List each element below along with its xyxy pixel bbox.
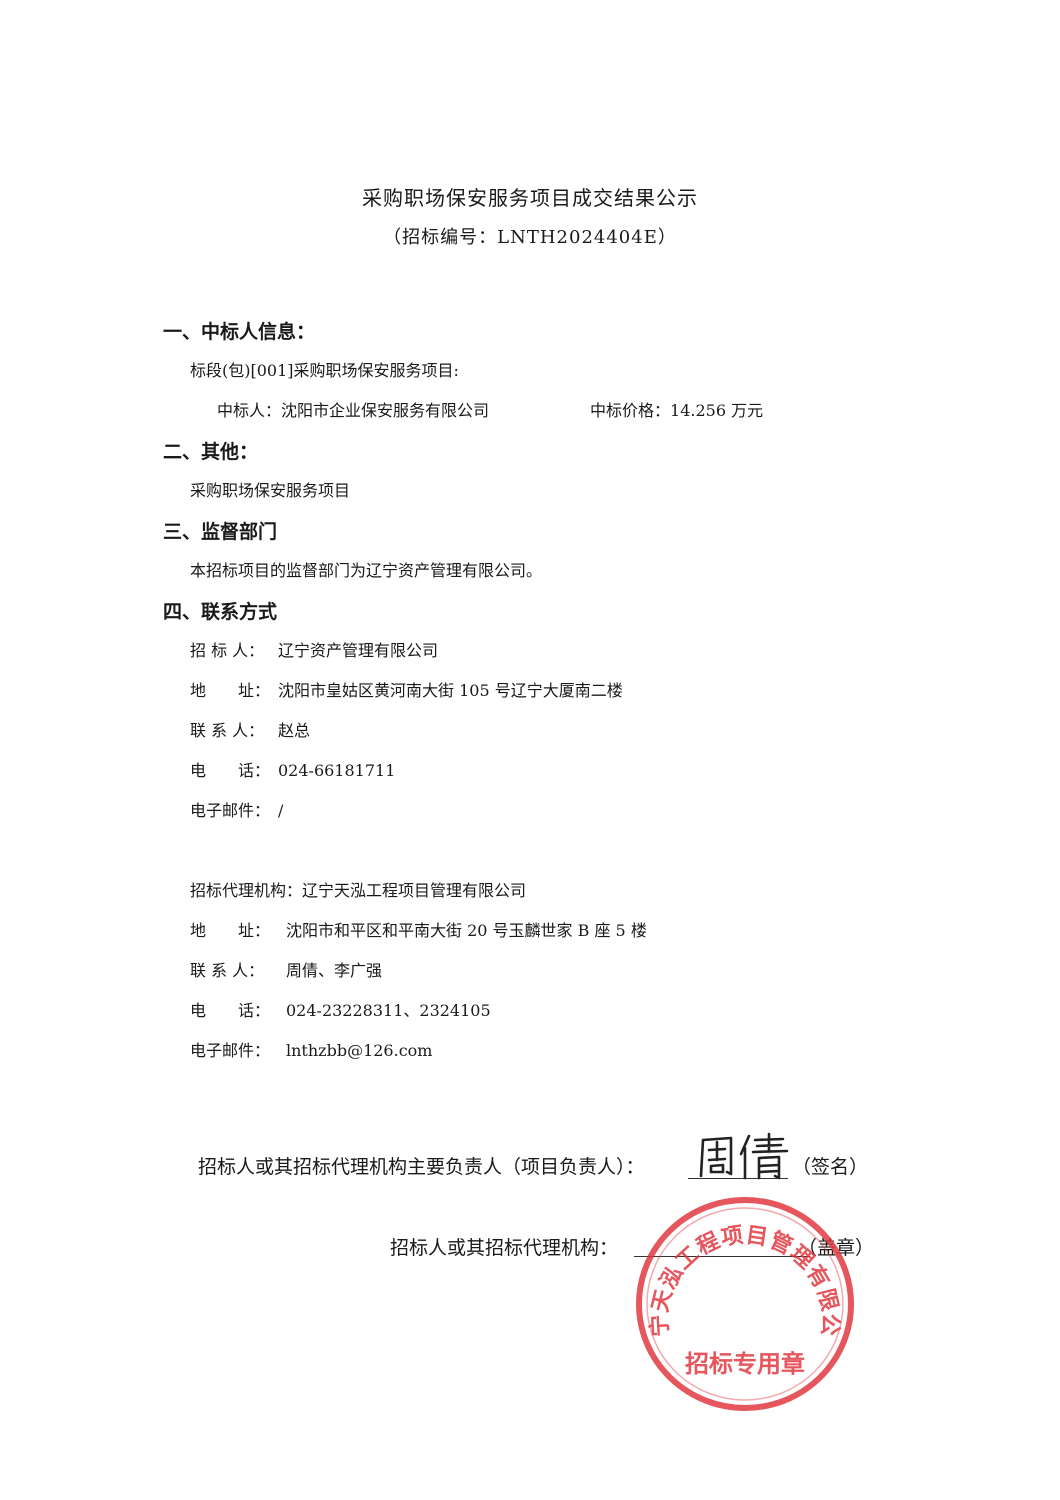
- tenderer-email-row: 电子邮件： /: [190, 797, 283, 821]
- signer-label: 招标人或其招标代理机构主要负责人（项目负责人）：: [198, 1156, 645, 1178]
- contact-value: 024-23228311、2324105: [286, 1001, 491, 1020]
- contact-value: 辽宁资产管理有限公司: [278, 641, 439, 660]
- contact-label: 联 系 人：: [190, 961, 265, 980]
- contact-value: 024-66181711: [278, 761, 396, 780]
- price-label: 中标价格：: [590, 401, 671, 420]
- winner-label: 中标人：: [217, 401, 282, 420]
- winner-row: 中标人：沈阳市企业保安服务有限公司: [217, 397, 489, 421]
- official-seal-stamp: 辽宁天泓工程项目管理有限公司 招标专用章: [625, 1192, 854, 1411]
- section-heading-contact: 四、联系方式: [163, 601, 278, 623]
- contact-value: 沈阳市和平区和平南大街 20 号玉麟世家 B 座 5 楼: [286, 921, 647, 940]
- contact-label: 招标代理机构：: [190, 881, 303, 900]
- svg-text:辽宁天泓工程项目管理有限公司: 辽宁天泓工程项目管理有限公司: [625, 1192, 842, 1337]
- contact-label: 电 话：: [190, 1001, 271, 1020]
- winner-name: 沈阳市企业保安服务有限公司: [281, 401, 490, 420]
- page-title: 采购职场保安服务项目成交结果公示: [362, 186, 698, 210]
- signature-line: [688, 1178, 788, 1179]
- agency-phone-row: 电 话： 024-23228311、2324105: [190, 997, 491, 1021]
- contact-value: lnthzbb@126.com: [286, 1041, 433, 1060]
- stamp-arc-text: 辽宁天泓工程项目管理有限公司: [625, 1192, 841, 1337]
- contact-label: 电 话：: [190, 761, 271, 780]
- seal-label: 招标人或其招标代理机构：: [390, 1237, 619, 1259]
- agency-address-row: 地 址： 沈阳市和平区和平南大街 20 号玉麟世家 B 座 5 楼: [190, 917, 647, 941]
- agency-name-row: 招标代理机构：辽宁天泓工程项目管理有限公司: [190, 877, 526, 901]
- stamp-center-text: 招标专用章: [685, 1350, 805, 1378]
- seal-line: [634, 1256, 810, 1257]
- section-heading-winner: 一、中标人信息：: [163, 321, 316, 343]
- lot-description: 标段(包)[001]采购职场保安服务项目:: [190, 361, 459, 380]
- contact-label: 招 标 人：: [190, 641, 265, 660]
- contact-label: 联 系 人：: [190, 721, 265, 740]
- contact-label: 电子邮件：: [190, 801, 271, 820]
- supervision-text: 本招标项目的监督部门为辽宁资产管理有限公司。: [190, 561, 543, 580]
- handwritten-signature: [699, 1132, 789, 1180]
- tenderer-contact-row: 联 系 人： 赵总: [190, 717, 310, 741]
- sign-note: （签名）: [792, 1156, 869, 1178]
- contact-value: /: [278, 801, 284, 820]
- bid-number: （招标编号：LNTH2024404E）: [383, 227, 677, 248]
- section-heading-supervision: 三、监督部门: [163, 521, 278, 543]
- contact-value: 周倩、李广强: [286, 961, 383, 980]
- contact-value: 辽宁天泓工程项目管理有限公司: [302, 881, 527, 900]
- tenderer-phone-row: 电 话： 024-66181711: [190, 757, 395, 781]
- other-text: 采购职场保安服务项目: [190, 481, 351, 500]
- contact-label: 地 址：: [190, 681, 271, 700]
- contact-label: 地 址：: [190, 921, 271, 940]
- price-row: 中标价格：14.256 万元: [590, 397, 763, 421]
- tenderer-name-row: 招 标 人： 辽宁资产管理有限公司: [190, 637, 438, 661]
- section-heading-other: 二、其他：: [163, 441, 259, 463]
- tenderer-address-row: 地 址： 沈阳市皇姑区黄河南大街 105 号辽宁大厦南二楼: [190, 677, 623, 701]
- contact-value: 赵总: [278, 721, 311, 740]
- agency-email-row: 电子邮件： lnthzbb@126.com: [190, 1037, 432, 1061]
- agency-contact-row: 联 系 人： 周倩、李广强: [190, 957, 382, 981]
- contact-value: 沈阳市皇姑区黄河南大街 105 号辽宁大厦南二楼: [278, 681, 623, 700]
- price-value: 14.256 万元: [670, 401, 764, 420]
- contact-label: 电子邮件：: [190, 1041, 271, 1060]
